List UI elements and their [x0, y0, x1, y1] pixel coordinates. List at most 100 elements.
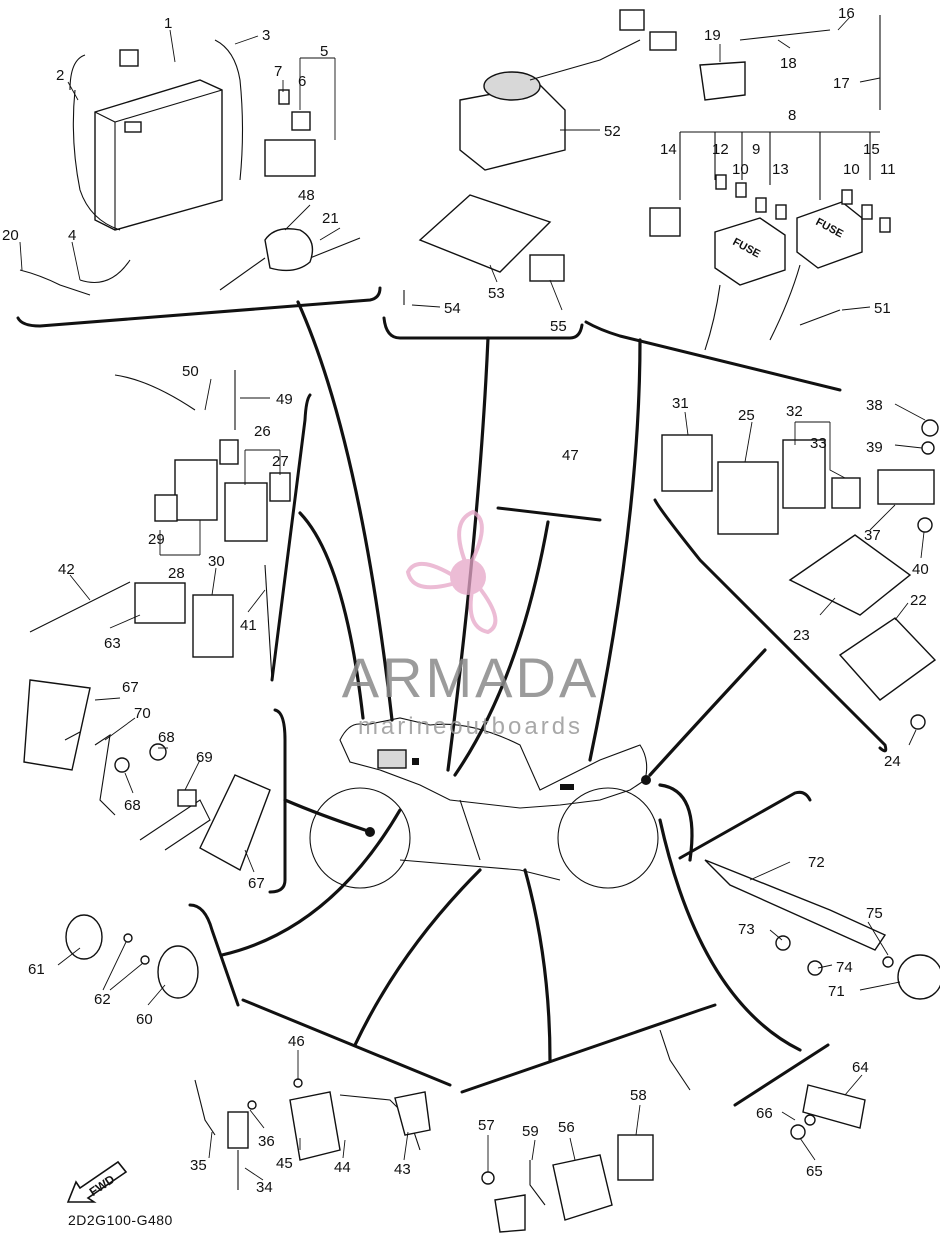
- callout-68a: 68: [158, 729, 175, 746]
- callout-54: 54: [444, 300, 461, 317]
- diagram-code: 2D2G100-G480: [68, 1212, 173, 1228]
- callout-48: 48: [298, 187, 315, 204]
- callout-46: 46: [288, 1033, 305, 1050]
- callout-32: 32: [786, 403, 803, 420]
- callout-34: 34: [256, 1179, 273, 1196]
- callout-73: 73: [738, 921, 755, 938]
- callout-10a: 10: [732, 161, 749, 178]
- sensor-group: [481, 1029, 691, 1233]
- horn-group: [65, 914, 199, 999]
- callout-72: 72: [808, 854, 825, 871]
- callout-3: 3: [262, 27, 270, 44]
- callout-28: 28: [168, 565, 185, 582]
- callout-4: 4: [68, 227, 76, 244]
- lead-lines: [220, 300, 802, 1062]
- callout-16: 16: [838, 5, 855, 22]
- propeller-icon: [405, 509, 498, 635]
- callout-68b: 68: [124, 797, 141, 814]
- callout-75: 75: [866, 905, 883, 922]
- callout-45: 45: [276, 1155, 293, 1172]
- logo-tagline: marineoutboards: [357, 713, 584, 740]
- callout-25: 25: [738, 407, 755, 424]
- fwd-arrow-icon: FWD: [66, 1160, 128, 1203]
- group-brackets: [16, 286, 888, 1107]
- callout-70: 70: [134, 705, 151, 722]
- callout-labels: 1 2 3 4 5 6 7 8 9 10 10 11 12 13 14 15 1…: [2, 5, 929, 1196]
- callout-71: 71: [828, 983, 845, 1000]
- callout-64: 64: [852, 1059, 869, 1076]
- motorcycle-outline: [309, 717, 659, 889]
- callout-61: 61: [28, 961, 45, 978]
- callout-67b: 67: [248, 875, 265, 892]
- relay-group-right: [661, 419, 939, 730]
- fuse-box-group: FUSE FUSE: [649, 15, 891, 351]
- callout-14: 14: [660, 141, 677, 158]
- callout-50: 50: [182, 363, 199, 380]
- callout-39: 39: [866, 439, 883, 456]
- callout-30: 30: [208, 553, 225, 570]
- callout-15: 15: [863, 141, 880, 158]
- callout-47: 47: [562, 447, 579, 464]
- callout-51: 51: [874, 300, 891, 317]
- callout-13: 13: [772, 161, 789, 178]
- callout-11: 11: [880, 161, 896, 178]
- callout-17: 17: [833, 75, 850, 92]
- callout-38: 38: [866, 397, 883, 414]
- callout-27: 27: [272, 453, 289, 470]
- callout-35: 35: [190, 1157, 207, 1174]
- callout-2: 2: [56, 67, 64, 84]
- callout-37: 37: [864, 527, 881, 544]
- reflector-group-left: [23, 679, 271, 872]
- callout-62: 62: [94, 991, 111, 1008]
- callout-41: 41: [240, 617, 257, 634]
- callout-55: 55: [550, 318, 567, 335]
- callout-49: 49: [276, 391, 293, 408]
- callout-29: 29: [148, 531, 165, 548]
- tail-group: [704, 859, 940, 1140]
- callout-21: 21: [322, 210, 339, 227]
- callout-56: 56: [558, 1119, 575, 1136]
- callout-59: 59: [522, 1123, 539, 1140]
- callout-26: 26: [254, 423, 271, 440]
- callout-9: 9: [752, 141, 760, 158]
- switch-group: [194, 1078, 431, 1190]
- callout-43: 43: [394, 1161, 411, 1178]
- logo-brand-text: ARMADA: [341, 646, 600, 709]
- callout-18: 18: [780, 55, 797, 72]
- callout-74: 74: [836, 959, 853, 976]
- callout-58: 58: [630, 1087, 647, 1104]
- callout-5: 5: [320, 43, 328, 60]
- callout-8: 8: [788, 107, 796, 124]
- callout-20: 20: [2, 227, 19, 244]
- callout-19: 19: [704, 27, 721, 44]
- callout-57: 57: [478, 1117, 495, 1134]
- callout-24: 24: [884, 753, 901, 770]
- callout-1: 1: [164, 15, 172, 32]
- callout-10b: 10: [843, 161, 860, 178]
- callout-22: 22: [910, 592, 927, 609]
- callout-12: 12: [712, 141, 729, 158]
- callout-7: 7: [274, 63, 282, 80]
- callout-6: 6: [298, 73, 306, 90]
- callout-31: 31: [672, 395, 689, 412]
- callout-65: 65: [806, 1163, 823, 1180]
- relay-group-left: [29, 370, 291, 681]
- callout-67a: 67: [122, 679, 139, 696]
- regulator-group: [403, 9, 677, 305]
- callout-40: 40: [912, 561, 929, 578]
- callout-33: 33: [810, 435, 827, 452]
- callout-36: 36: [258, 1133, 275, 1150]
- callout-66: 66: [756, 1105, 773, 1122]
- callout-53: 53: [488, 285, 505, 302]
- callout-23: 23: [793, 627, 810, 644]
- callout-42: 42: [58, 561, 75, 578]
- callout-44: 44: [334, 1159, 351, 1176]
- callout-63: 63: [104, 635, 121, 652]
- battery-group: [19, 39, 361, 296]
- callout-60: 60: [136, 1011, 153, 1028]
- leader-lines: [19, 16, 926, 1181]
- armada-logo: ARMADA marineoutboards: [318, 505, 623, 745]
- callout-69: 69: [196, 749, 213, 766]
- callout-52: 52: [604, 123, 621, 140]
